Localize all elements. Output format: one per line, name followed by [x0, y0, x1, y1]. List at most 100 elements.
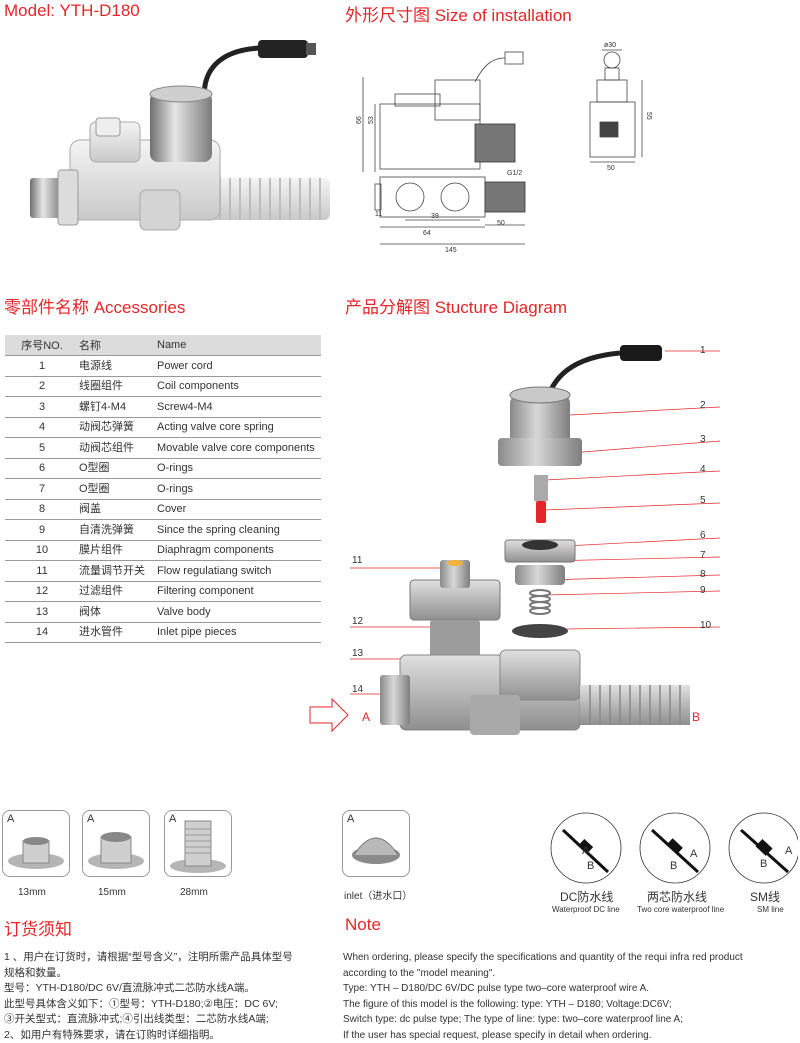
wire-two-b: B [670, 860, 677, 872]
inlet-caption-28: 28mm [180, 887, 208, 898]
structure-title: 产品分解图 Stucture Diagram [345, 293, 567, 318]
dim-66: 66 [356, 116, 363, 124]
row-name-cn: 螺钉4-M4 [79, 397, 157, 418]
dim-145: 145 [445, 247, 457, 254]
row-name-cn: 过滤组件 [79, 581, 157, 602]
row-name-en: Valve body [157, 602, 321, 623]
row-name-cn: 流量调节开关 [79, 561, 157, 582]
row-name-cn: 动阀芯弹簧 [79, 417, 157, 438]
note-line: Switch type: dc pulse type; The type of … [343, 1012, 798, 1028]
note-title: Note [345, 915, 381, 935]
row-name-en: Filtering component [157, 581, 321, 602]
row-name-cn: 阀体 [79, 602, 157, 623]
accessories-title: 零部件名称 Accessories [4, 293, 185, 318]
callout-7: 7 [700, 550, 706, 561]
row-name-en: Since the spring cleaning [157, 520, 321, 541]
callout-2: 2 [700, 400, 706, 411]
wire-dc-a: A [582, 845, 589, 857]
dim-50-side: 50 [607, 165, 615, 172]
wire-dc-cn: DC防水线 [560, 888, 613, 905]
wire-dc-b: B [587, 860, 594, 872]
note-line: Type: YTH – D180/DC 6V/DC pulse type two… [343, 981, 798, 997]
row-name-cn: 膜片组件 [79, 540, 157, 561]
order-line: 规格和数量。 [4, 966, 334, 982]
callout-4: 4 [700, 464, 706, 475]
callout-6: 6 [700, 530, 706, 541]
note-line: according to the "model meaning". [343, 966, 798, 982]
dim-11: 11 [375, 211, 382, 218]
order-text: 1 、用户在订货时，请根据“型号含义”，注明所需产品具体型号 规格和数量。 型号… [4, 950, 334, 1043]
wire-two-en: Two core waterproof line [637, 905, 724, 914]
wire-two-cn: 两芯防水线 [647, 888, 707, 905]
row-no: 8 [5, 499, 79, 520]
note-line: The figure of this model is the followin… [343, 997, 798, 1013]
col-header-cn: 名称 [79, 335, 157, 356]
wire-dc-en: Waterproof DC line [552, 905, 620, 914]
row-no: 1 [5, 356, 79, 377]
order-line: ③开关型式：直流脉冲式;④引出线类型：二芯防水线A端; [4, 1012, 334, 1028]
wire-sm-a: A [785, 845, 792, 857]
inlet-option-28mm: A [164, 810, 232, 877]
dim-g12: G1/2 [507, 170, 522, 177]
callout-3: 3 [700, 434, 706, 445]
row-name-en: Power cord [157, 356, 321, 377]
row-name-cn: O型圈 [79, 479, 157, 500]
row-name-en: Flow regulatiang switch [157, 561, 321, 582]
order-line: 型号：YTH-D180/DC 6V/直流脉冲式二芯防水线A端。 [4, 981, 334, 997]
inlet-option-letter: A [7, 813, 14, 825]
wire-sm-cn: SM线 [750, 888, 780, 905]
row-no: 2 [5, 376, 79, 397]
row-name-en: Acting valve core spring [157, 417, 321, 438]
row-name-cn: 自清洗弹簧 [79, 520, 157, 541]
row-name-cn: 电源线 [79, 356, 157, 377]
flow-label-b: B [692, 710, 700, 724]
row-no: 12 [5, 581, 79, 602]
inlet-option-letter: A [169, 813, 176, 825]
callout-13: 13 [352, 648, 363, 659]
installation-drawing: 66 53 55 50 ø30 G1/2 11 39 64 50 145 [335, 32, 800, 257]
dim-53: 53 [368, 116, 375, 124]
callout-11: 11 [352, 555, 362, 566]
row-name-en: Coil components [157, 376, 321, 397]
row-no: 13 [5, 602, 79, 623]
row-no: 7 [5, 479, 79, 500]
row-name-cn: O型圈 [79, 458, 157, 479]
dim-55: 55 [645, 112, 652, 120]
wire-sm-en: SM line [757, 905, 784, 914]
row-name-cn: 动阀芯组件 [79, 438, 157, 459]
filter-caption: inlet（进水口） [344, 887, 412, 902]
inlet-option-13mm: A [2, 810, 70, 877]
row-name-cn: 进水管件 [79, 622, 157, 643]
product-photo [20, 30, 330, 240]
install-title: 外形尺寸图 Size of installation [345, 1, 572, 26]
note-text: When ordering, please specify the specif… [343, 950, 798, 1043]
callout-9: 9 [700, 585, 706, 596]
row-name-cn: 线圈组件 [79, 376, 157, 397]
row-no: 5 [5, 438, 79, 459]
col-header-en: Name [157, 335, 321, 356]
row-no: 11 [5, 561, 79, 582]
callout-8: 8 [700, 569, 706, 580]
row-name-en: O-rings [157, 458, 321, 479]
model-title: Model: YTH-D180 [4, 1, 140, 21]
row-no: 10 [5, 540, 79, 561]
wire-sm-b: B [760, 858, 767, 870]
dim-39: 39 [431, 213, 439, 220]
table-header-row: 序号NO. 名称 Name [5, 335, 321, 356]
callout-1: 1 [700, 345, 706, 356]
row-no: 9 [5, 520, 79, 541]
row-no: 6 [5, 458, 79, 479]
dim-30: ø30 [604, 42, 616, 49]
order-line: 1 、用户在订货时，请根据“型号含义”，注明所需产品具体型号 [4, 950, 334, 966]
row-name-en: Screw4-M4 [157, 397, 321, 418]
note-line: If the user has special request, please … [343, 1028, 798, 1043]
